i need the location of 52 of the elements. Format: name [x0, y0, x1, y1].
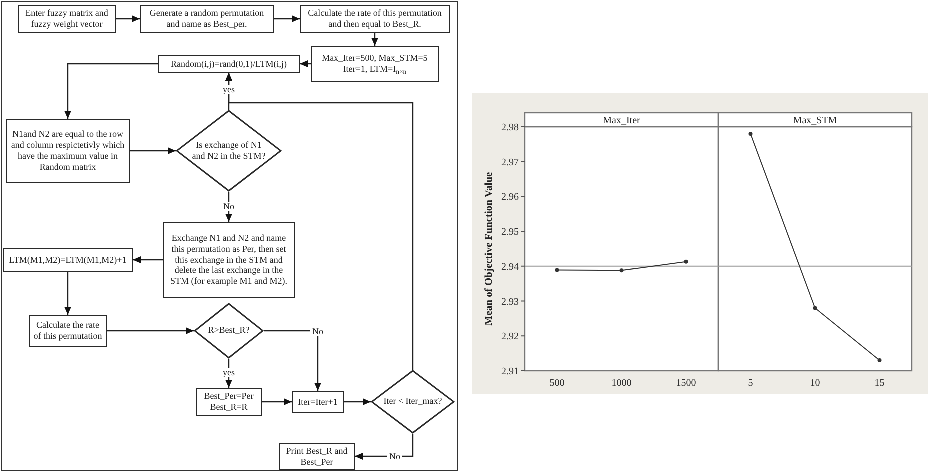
edge-label: No — [310, 328, 326, 336]
arrow — [274, 16, 300, 22]
process-box: Generate a random permutation and name as Best_per. — [140, 5, 274, 33]
decision-diamond: Is exchange of N1 and N2 in the STM? — [176, 110, 282, 192]
axis-tick-label: 1000 — [612, 378, 632, 389]
axis-tick-label: 2.92 — [502, 332, 519, 343]
arrow — [262, 398, 292, 406]
axis-tick-label: 2.97 — [502, 157, 519, 168]
decision-diamond: R>Best_R? — [194, 303, 264, 359]
axis-tick-label: 2.95 — [502, 227, 519, 238]
arrow — [300, 60, 311, 68]
process-box: Calculate the rate of this permutation — [29, 315, 107, 347]
panel-title: Max_STM — [793, 116, 838, 126]
process-box: Random(i,j)=rand(0,1)/LTM(i,j) — [158, 55, 300, 73]
arrow — [264, 330, 322, 391]
panel-title: Max_Iter — [603, 116, 640, 126]
axis-tick-label: 15 — [874, 378, 885, 389]
process-box: Iter=Iter+1 — [292, 391, 344, 413]
arrow — [130, 148, 176, 154]
arrow — [226, 73, 414, 370]
edge-label: No — [388, 452, 402, 462]
decision-diamond: Iter < Iter_max? — [371, 370, 455, 434]
axis-tick-label: 500 — [550, 378, 565, 389]
axis-tick-label: 2.91 — [502, 366, 519, 378]
axis-tick-label: 2.98 — [502, 122, 519, 134]
arrow — [355, 434, 414, 460]
process-box: Calculate the rate of this permutation and then equal to Best_R. — [300, 5, 450, 33]
process-box: Enter fuzzy matrix and fuzzy weight vector — [18, 5, 116, 33]
arrow — [64, 272, 72, 315]
axis-tick-label: 2.96 — [502, 192, 519, 204]
process-box: Exchange N1 and N2 and name this permutation as Per, then set this exchange in the STM and delete the last exchange in the STM (for example M1 and M2). — [163, 222, 295, 298]
axis-tick-label: 10 — [810, 378, 820, 389]
arrow — [116, 16, 140, 22]
edge-label: No — [222, 202, 236, 212]
arrow — [64, 63, 158, 119]
arrow — [133, 256, 163, 264]
arrow — [344, 398, 371, 406]
axis-tick-label: 2.93 — [502, 296, 519, 308]
process-box: Print Best_R and Best_Per — [279, 443, 355, 470]
process-box: Max_Iter=500, Max_STM=5 Iter=1, LTM=I$_{n×n}$ — [311, 46, 439, 82]
arrow — [226, 359, 232, 388]
process-box: Best_Per=Per Best_R=R — [196, 388, 262, 416]
arrow — [372, 33, 378, 46]
edge-label: yes — [221, 368, 237, 378]
axis-tick-label: 5 — [748, 378, 754, 389]
edge-label: yes — [221, 86, 237, 94]
axis-tick-label: 1500 — [676, 378, 696, 389]
process-box: LTM(M1,M2)=LTM(M1,M2)+1 — [3, 248, 133, 272]
axis-title: Mean of Objective Function Value — [484, 172, 495, 326]
axis-tick-label: 2.94 — [502, 262, 519, 273]
process-box: N1and N2 are equal to the row and column respictetivly which have the maximum value in Random matrix — [6, 119, 130, 183]
arrow — [107, 328, 194, 334]
